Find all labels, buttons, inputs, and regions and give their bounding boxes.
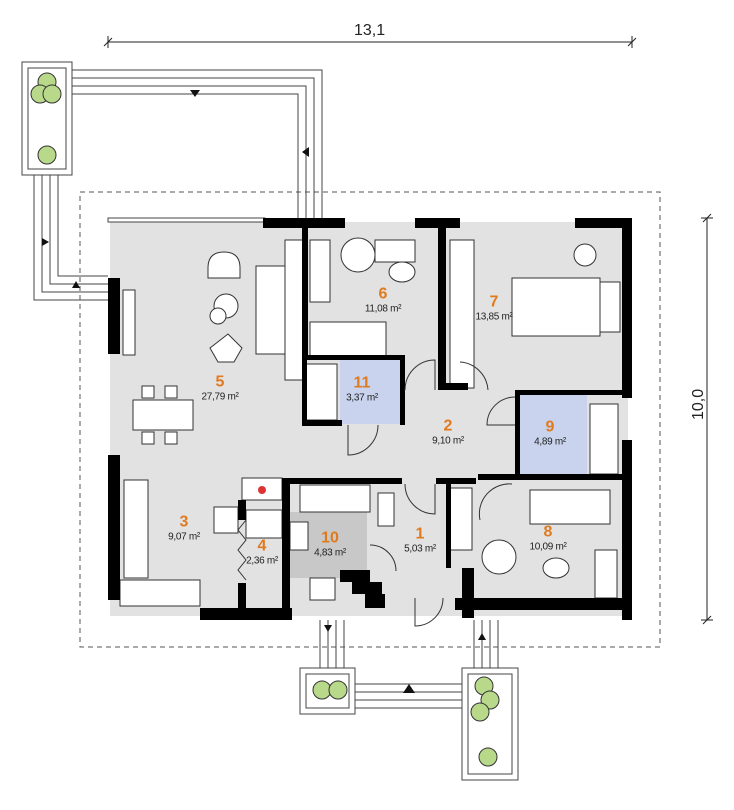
room-area: 9,10 m² [432,435,464,447]
room-area: 13,85 m² [475,311,513,323]
room-area: 3,37 m² [346,392,378,404]
depth-dimension-line [701,213,713,625]
room-number: 11 [353,374,371,392]
room-area: 9,07 m² [168,531,200,543]
room-area: 11,08 m² [364,303,402,315]
terrace-outline [79,191,661,648]
room-number: 5 [215,373,225,391]
walls [107,217,632,620]
room-area: 10,09 m² [529,541,567,553]
room-number: 1 [415,525,425,543]
width-dimension-label: 13,1 [354,22,386,39]
room-area: 4,83 m² [314,547,346,559]
furniture [119,237,621,607]
room-number: 10 [321,529,339,547]
bathroom-9-tiles [519,392,587,476]
path-arrows [42,90,486,693]
room-area: 4,89 m² [534,436,566,448]
room-number: 9 [545,418,555,436]
shrubs [30,72,500,767]
room-area: 27,79 m² [201,391,239,403]
width-dimension-line [103,36,637,48]
depth-dimension-label: 10,0 [690,388,707,420]
room-number: 3 [179,513,189,531]
room-number: 4 [257,537,267,555]
fireplace-icon [258,486,266,494]
room-number: 7 [489,293,499,311]
room-number: 6 [378,285,388,303]
doors [237,359,516,627]
room-number: 2 [443,417,453,435]
bathroom-11-tiles [340,360,400,424]
room-area: 5,03 m² [404,543,436,555]
room-area: 2,36 m² [246,555,278,567]
room-number: 8 [543,523,553,541]
